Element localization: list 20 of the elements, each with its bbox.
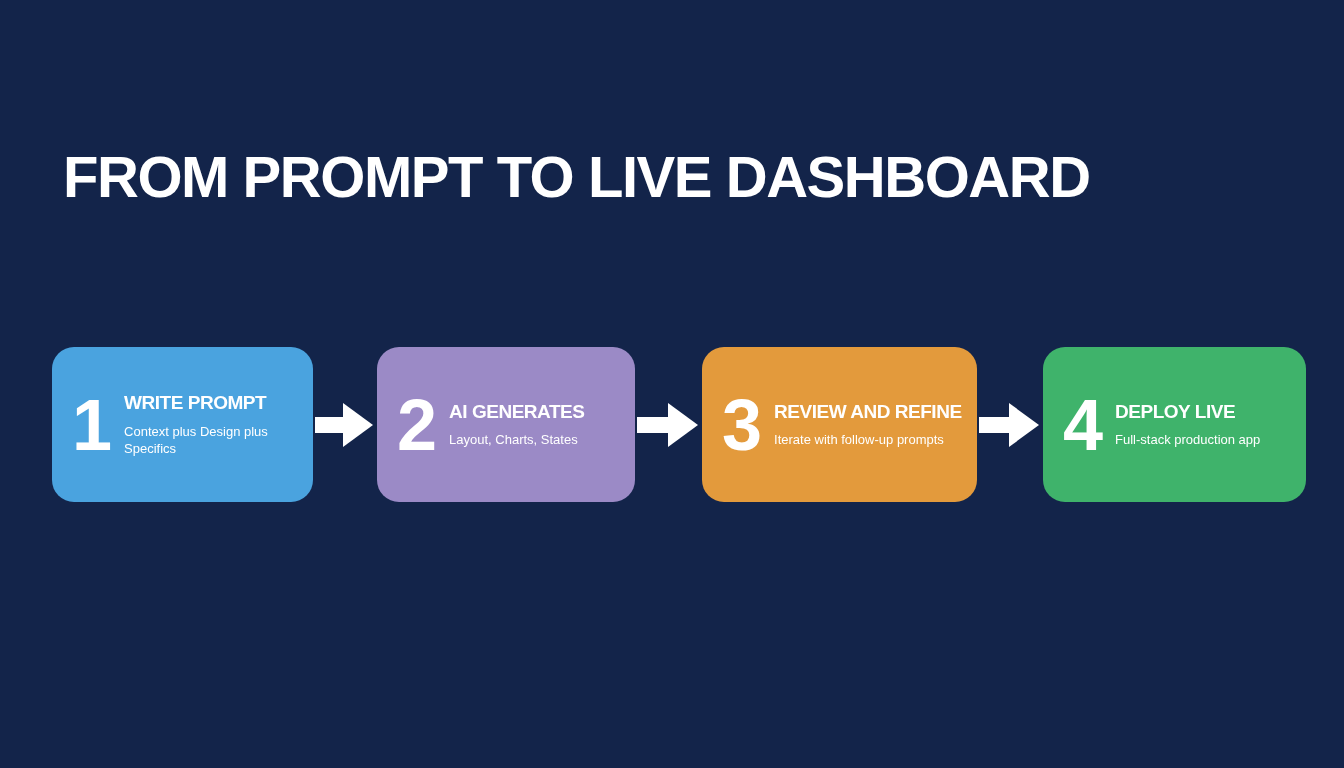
step-number: 2: [397, 388, 438, 461]
step-card: [702, 347, 977, 502]
step-card: [1043, 347, 1306, 502]
step-description: Iterate with follow-up prompts: [774, 431, 945, 450]
step-number: 3: [722, 388, 763, 461]
step-card: [377, 347, 635, 502]
arrow: [979, 403, 1039, 447]
step-heading: REVIEW AND REFINE: [774, 399, 962, 424]
step-card: [52, 347, 313, 502]
step-heading: DEPLOY LIVE: [1115, 399, 1237, 424]
step-heading: AI GENERATES: [449, 399, 585, 424]
step-number: 4: [1063, 388, 1104, 461]
title: FROM PROMPT TO LIVE DASHBOARD: [63, 148, 1090, 206]
step-heading: WRITE PROMPT: [124, 390, 268, 415]
arrow: [315, 403, 373, 447]
step-description: Layout, Charts, States: [449, 431, 579, 450]
arrow: [637, 403, 698, 447]
step-description: Context plus Design plus Specifics: [124, 422, 269, 459]
step-number: 1: [72, 388, 113, 461]
step-description: Full-stack production app: [1115, 431, 1261, 450]
